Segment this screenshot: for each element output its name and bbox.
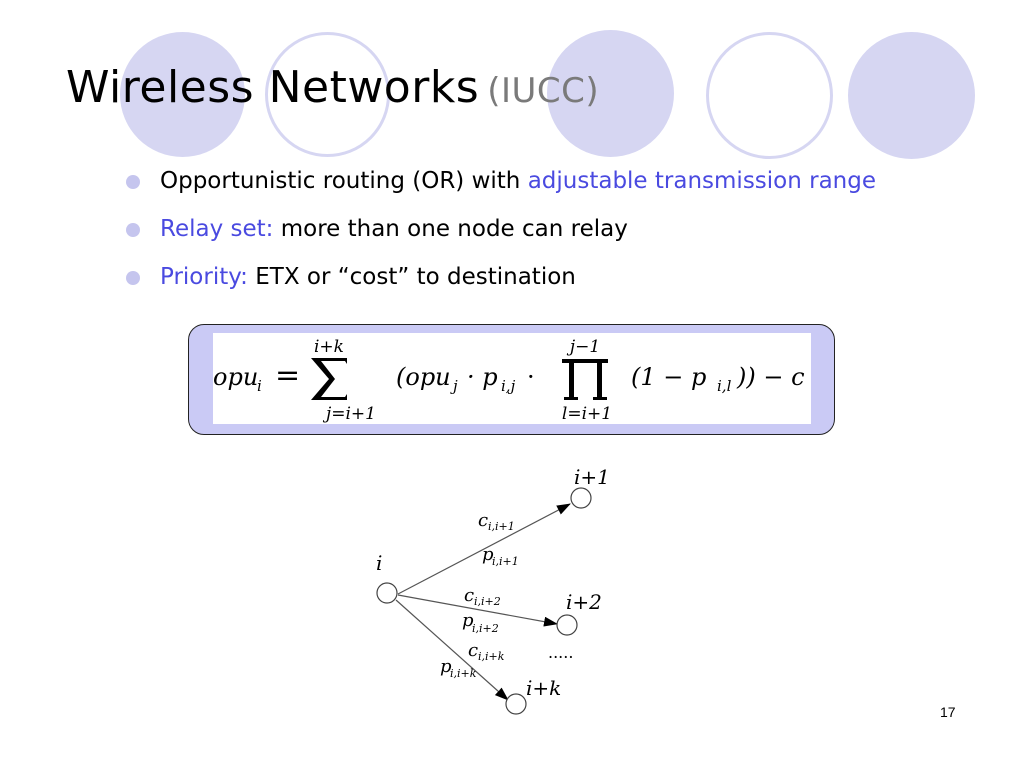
bullet-highlight: Priority: [160, 264, 248, 290]
bullet-item: Opportunistic routing (OR) with adjustab… [126, 164, 876, 212]
edge-i-ik [395, 599, 509, 701]
node-ik [505, 693, 527, 715]
formula: opu i = i+k j=i+1 (opu j · p i,j · j−1 l… [213, 337, 805, 424]
page-number: 17 [940, 704, 956, 720]
formula-equals: = [275, 358, 300, 393]
bullet-text: Opportunistic routing (OR) with [160, 168, 528, 194]
edge-prob-sub: i,i+1 [492, 555, 519, 568]
edge-i-i2 [397, 594, 558, 627]
diagram-ellipsis: ..... [548, 643, 573, 662]
bullet-highlight: Relay set: [160, 216, 274, 242]
bullet-list: Opportunistic routing (OR) with adjustab… [126, 164, 876, 308]
formula-panel: opu i = i+k j=i+1 (opu j · p i,j · j−1 l… [213, 333, 811, 424]
formula-box: opu i = i+k j=i+1 (opu j · p i,j · j−1 l… [188, 324, 835, 435]
bullet-dot-icon [126, 271, 140, 285]
bullet-dot-icon [126, 175, 140, 189]
formula-prod-upper: j−1 [566, 337, 600, 357]
routing-diagram: i i+1 i+2 i+k c i,i+1 p i,i+1 c i,i+2 p … [360, 460, 640, 724]
bullet-item: Priority: ETX or “cost” to destination [126, 260, 876, 308]
edge-cost-label: c [468, 640, 478, 661]
product-icon [562, 359, 608, 400]
edge-prob-label: p [440, 656, 452, 677]
formula-term-open: (opu [396, 363, 451, 391]
decor-ring-2 [706, 32, 833, 159]
edge-cost-label: c [464, 585, 474, 606]
bullet-dot-icon [126, 223, 140, 237]
bullet-item: Relay set: more than one node can relay [126, 212, 876, 260]
edge-cost-sub: i,i+2 [474, 595, 501, 608]
formula-sum-upper: i+k [314, 337, 344, 357]
slide-title: Wireless Networks(IUCC) [66, 62, 599, 113]
decor-ring-1 [265, 32, 390, 157]
sigma-icon [311, 358, 347, 400]
formula-tail: )) − c [736, 363, 805, 391]
decor-circle-1 [120, 32, 245, 157]
edge-i-i1 [397, 503, 571, 595]
formula-sum-lower: j=i+1 [322, 404, 376, 424]
edge-prob-sub: i,i+2 [472, 622, 499, 635]
node-i1 [570, 487, 592, 509]
decor-circle-2 [547, 30, 674, 157]
formula-dot: · [527, 363, 535, 391]
bullet-text: more than one node can relay [273, 216, 628, 242]
bullet-text: ETX or “cost” to destination [247, 264, 576, 290]
routing-diagram-svg: i i+1 i+2 i+k c i,i+1 p i,i+1 c i,i+2 p … [376, 465, 610, 715]
edge-cost-sub: i,i+k [478, 650, 505, 663]
edge-prob-sub: i,i+k [450, 667, 477, 680]
edge-prob-label: p [462, 610, 474, 631]
formula-factor-sub: i,l [717, 377, 732, 395]
node-label: i+2 [566, 590, 602, 614]
formula-lhs-sub: i [257, 377, 262, 395]
node-label: i+1 [574, 465, 610, 489]
formula-factor-open: (1 − p [631, 363, 706, 391]
edge-prob-label: p [482, 544, 494, 565]
formula-prod-lower: l=i+1 [562, 404, 612, 424]
slide-title-suffix: (IUCC) [487, 71, 600, 111]
node-label: i+k [526, 676, 561, 700]
node-i2 [556, 614, 578, 636]
edge-cost-sub: i,i+1 [488, 520, 515, 533]
bullet-highlight: adjustable transmission range [527, 168, 877, 194]
node-i [376, 582, 398, 604]
formula-lhs: opu [213, 363, 258, 391]
formula-p-sub: i,j [501, 377, 516, 395]
edge-cost-label: c [478, 510, 488, 531]
decor-circle-3 [848, 32, 975, 159]
slide-title-main: Wireless Networks [66, 62, 480, 113]
node-label: i [376, 551, 382, 575]
formula-dot-p: · p [467, 363, 498, 391]
formula-term-sub: j [450, 377, 458, 395]
